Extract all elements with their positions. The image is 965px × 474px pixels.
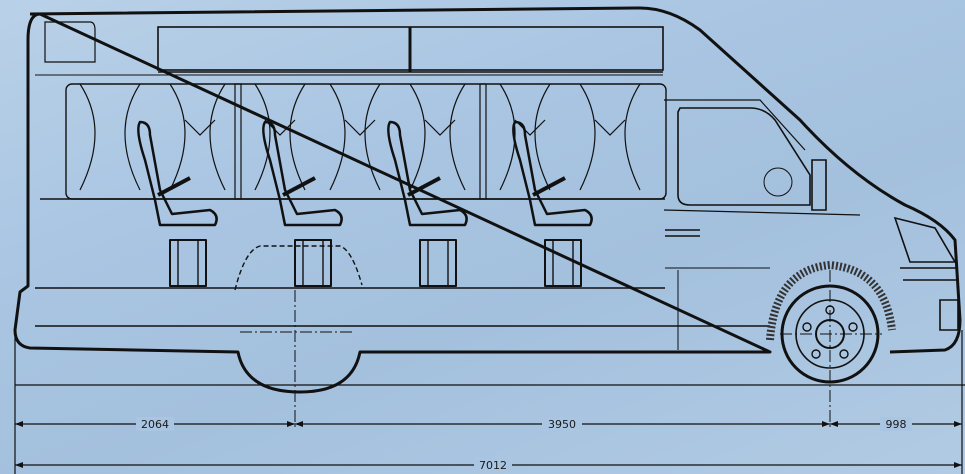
roof-rack	[35, 21, 664, 76]
seat-1	[137, 120, 218, 287]
body-outline	[13, 6, 962, 394]
steering-wheel	[763, 167, 793, 197]
headlight	[893, 216, 957, 263]
cab-window	[677, 107, 811, 206]
wheel-arch-rear-dashed	[234, 245, 363, 291]
seat-3	[387, 120, 468, 287]
passenger-windows	[40, 83, 667, 200]
bus-body	[13, 6, 962, 394]
axle-center-lines	[240, 270, 882, 430]
seat-row	[137, 120, 593, 287]
grille	[900, 267, 959, 331]
dim-rear-overhang: 998	[886, 418, 907, 431]
dim-wheelbase: 3950	[548, 418, 576, 431]
lower-body	[35, 245, 770, 327]
dim-overall-length: 7012	[479, 459, 507, 472]
front-wheel	[766, 260, 896, 384]
dimension-labels: 2064 3950 998 7012	[136, 417, 912, 472]
cab	[663, 99, 959, 350]
seat-2	[262, 120, 343, 287]
seat-4	[512, 120, 593, 287]
dim-front-overhang: 2064	[141, 418, 169, 431]
mirror	[811, 159, 827, 211]
front-wheel-arch	[766, 260, 896, 341]
